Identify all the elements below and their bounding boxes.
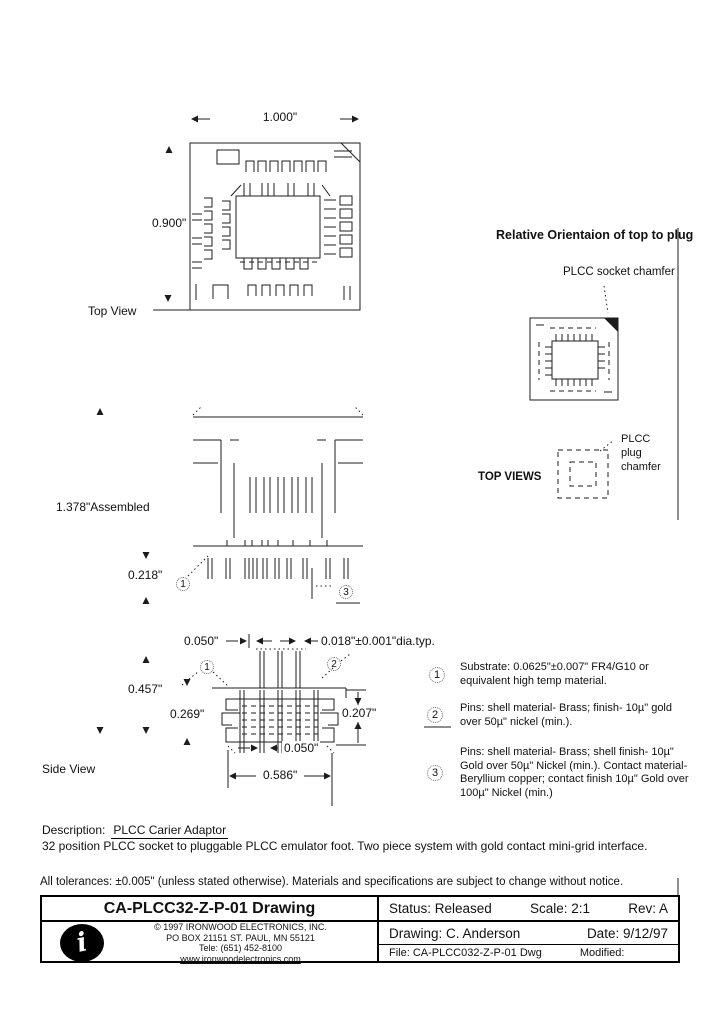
side-pitch-top-dim: 0.050" bbox=[184, 634, 219, 648]
socket-chamfer-leader bbox=[603, 285, 609, 314]
note-3-balloon: 3 bbox=[427, 765, 443, 781]
top-view-width-dim: 1.000" bbox=[262, 110, 298, 124]
ironwood-logo: i bbox=[60, 924, 104, 962]
description-label: Description: bbox=[42, 823, 106, 837]
description-body: 32 position PLCC socket to pluggable PLC… bbox=[42, 839, 648, 853]
side-pin-dia-dim: 0.018"±0.001"dia.typ. bbox=[321, 634, 435, 648]
title-block-left: CA-PLCC32-Z-P-01 Drawing i © 1997 IRONWO… bbox=[42, 897, 379, 964]
plug-outline-drawing bbox=[557, 449, 609, 499]
note-2-balloon: 2 bbox=[427, 707, 443, 723]
side-body-width-dim: 0.586" bbox=[261, 768, 300, 782]
title-block: CA-PLCC32-Z-P-01 Drawing i © 1997 IRONWO… bbox=[40, 895, 680, 964]
side-height-dim: 0.457" bbox=[128, 682, 163, 696]
plug-chamfer-leader bbox=[599, 439, 615, 452]
assembled-view-drawing bbox=[187, 406, 364, 604]
drawn-by-value: Drawing: C. Anderson bbox=[389, 925, 521, 941]
status-value: Status: Released bbox=[389, 901, 492, 916]
side-pitch-bottom-dim: 0.050" bbox=[282, 741, 321, 755]
assembled-height-dim: 1.378"Assembled bbox=[56, 500, 150, 514]
assembled-pin-dim: 0.218" bbox=[128, 568, 163, 582]
date-value: Date: 9/12/97 bbox=[586, 925, 668, 941]
title-block-row-status: Status: Released Scale: 2:1 Rev: A bbox=[379, 897, 678, 922]
scale-value: Scale: 2:1 bbox=[529, 901, 591, 916]
description-line: Description: PLCC Carier Adaptor bbox=[42, 823, 229, 839]
orientation-socket-drawing bbox=[529, 317, 619, 401]
file-value: File: CA-PLCC032-Z-P-01 Dwg bbox=[389, 947, 542, 959]
note-2-text: Pins: shell material- Brass; finish- 10µ… bbox=[460, 702, 672, 728]
company-phone: Tele: (651) 452-8100 bbox=[198, 943, 283, 953]
assembled-callout-3: 3 bbox=[339, 585, 353, 599]
note-1-text: Substrate: 0.0625"±0.007" FR4/G10 or equ… bbox=[460, 661, 649, 687]
side-plug-height-dim: 0.207" bbox=[340, 706, 379, 720]
title-block-right: Status: Released Scale: 2:1 Rev: A Drawi… bbox=[379, 897, 678, 961]
company-info: © 1997 IRONWOOD ELECTRONICS, INC. PO BOX… bbox=[104, 922, 377, 964]
side-view-drawing bbox=[181, 634, 451, 806]
top-view-height-dim: 0.900" bbox=[152, 216, 187, 230]
assembled-callout-1: 1 bbox=[176, 577, 190, 591]
company-copyright: © 1997 IRONWOOD ELECTRONICS, INC. bbox=[154, 922, 327, 932]
top-views-label: TOP VIEWS bbox=[478, 471, 542, 483]
plug-chamfer-label: PLCC plug chamfer bbox=[621, 433, 661, 473]
side-body-height-dim: 0.269" bbox=[170, 707, 205, 721]
side-callout-1: 1 bbox=[200, 660, 214, 674]
dimension-arrows bbox=[96, 115, 362, 780]
description-name: PLCC Carier Adaptor bbox=[111, 823, 229, 839]
side-view-label: Side View bbox=[42, 762, 96, 776]
company-website-link[interactable]: www.ironwoodelectronics.com bbox=[180, 953, 301, 964]
tolerance-note: All tolerances: ±0.005" (unless stated o… bbox=[40, 876, 624, 888]
top-view-drawing bbox=[153, 118, 361, 311]
company-address: PO BOX 21151 ST. PAUL, MN 55121 bbox=[166, 932, 315, 943]
note-1-balloon: 1 bbox=[429, 667, 445, 683]
title-block-row-file: File: CA-PLCC032-Z-P-01 Dwg Modified: bbox=[379, 945, 678, 961]
title-block-row-drawing: Drawing: C. Anderson Date: 9/12/97 bbox=[379, 922, 678, 945]
modified-value: Modified: bbox=[579, 947, 625, 959]
rev-value: Rev: A bbox=[628, 901, 668, 916]
socket-chamfer-label: PLCC socket chamfer bbox=[563, 266, 675, 278]
top-view-label: Top View bbox=[88, 304, 137, 318]
company-cell: i © 1997 IRONWOOD ELECTRONICS, INC. PO B… bbox=[42, 922, 377, 964]
drawing-title: CA-PLCC32-Z-P-01 Drawing bbox=[42, 897, 377, 922]
orientation-title: Relative Orientaion of top to plug bbox=[496, 228, 694, 242]
side-callout-2: 2 bbox=[327, 657, 341, 671]
note-3-text: Pins: shell material- Brass; shell finis… bbox=[460, 746, 689, 799]
